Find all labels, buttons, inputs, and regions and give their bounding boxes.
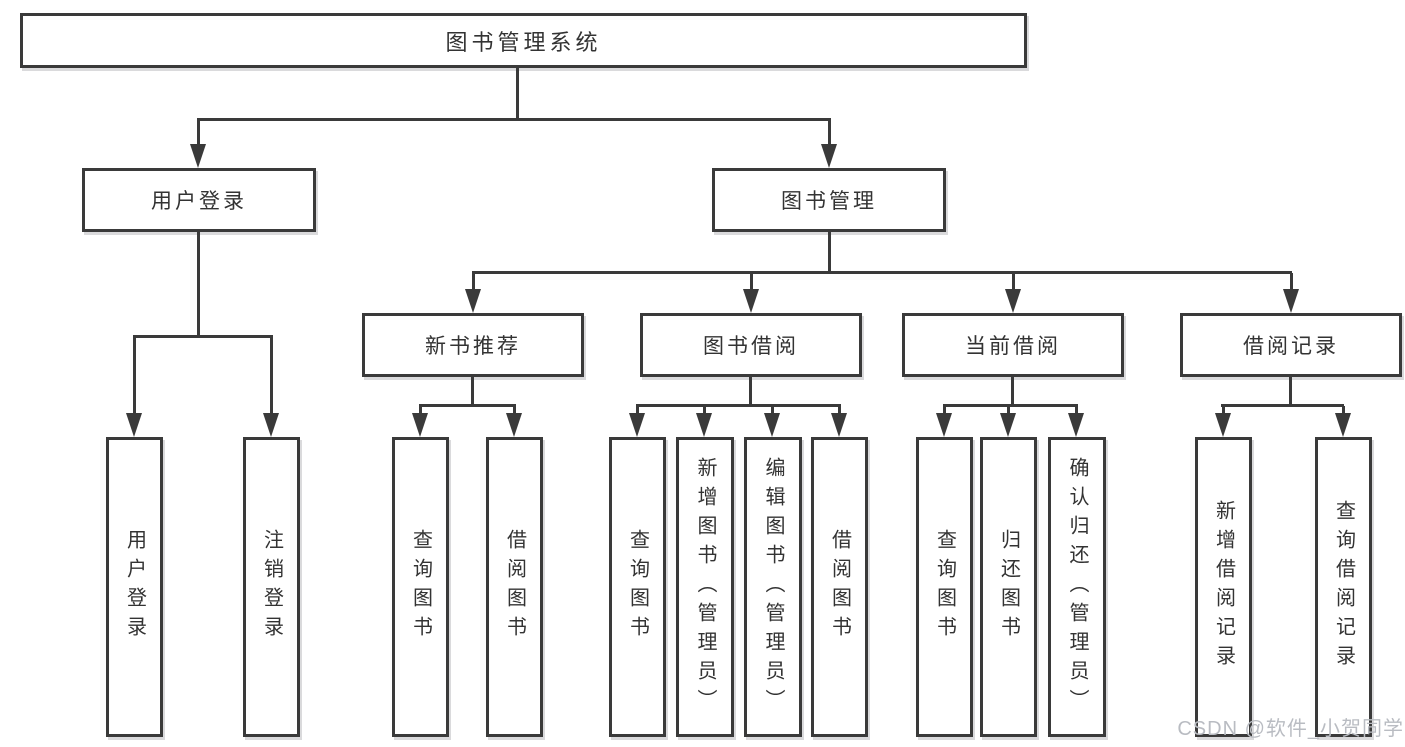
arrow-down (263, 413, 279, 437)
arrow-down (1068, 413, 1084, 437)
connector-line (1011, 376, 1014, 406)
node-borrow-records: 借阅记录 (1180, 313, 1402, 377)
connector-line (513, 406, 516, 418)
node-cb-query-books: 查询图书 (916, 437, 973, 737)
arrow-down (1283, 289, 1299, 313)
arrow-down (696, 413, 712, 437)
connector-line (197, 118, 831, 121)
connector-line (703, 406, 706, 418)
node-root: 图书管理系统 (20, 13, 1027, 68)
connector-line (749, 376, 752, 406)
arrow-down (831, 413, 847, 437)
connector-line (838, 406, 841, 418)
connector-line (1289, 376, 1292, 406)
connector-line (1075, 406, 1078, 418)
connector-line (771, 406, 774, 418)
connector-line (943, 404, 1078, 407)
node-book-management: 图书管理 (712, 168, 946, 232)
connector-line (197, 231, 200, 338)
node-rec-borrow-books: 借阅图书 (486, 437, 543, 737)
node-leaf-logout: 注销登录 (243, 437, 300, 737)
node-book-borrow: 图书借阅 (640, 313, 862, 377)
arrow-down (1000, 413, 1016, 437)
arrow-down (1005, 289, 1021, 313)
arrow-down (1335, 413, 1351, 437)
connector-line (472, 273, 475, 293)
node-cb-return-books: 归还图书 (980, 437, 1037, 737)
arrow-down (764, 413, 780, 437)
arrow-down (126, 413, 142, 437)
connector-line (828, 120, 831, 148)
node-bb-edit-books-admin: 编辑图书（管理员） (744, 437, 802, 737)
connector-line (1342, 406, 1345, 418)
node-user-login: 用户登录 (82, 168, 316, 232)
arrow-down (629, 413, 645, 437)
connector-line (197, 120, 200, 148)
node-new-book-recommend: 新书推荐 (362, 313, 584, 377)
connector-line (516, 67, 519, 119)
connector-line (1222, 406, 1225, 418)
connector-line (943, 406, 946, 418)
node-rec-query-books: 查询图书 (392, 437, 449, 737)
connector-line (419, 404, 516, 407)
connector-line (471, 376, 474, 406)
node-br-add-record: 新增借阅记录 (1195, 437, 1252, 737)
node-br-query-record: 查询借阅记录 (1315, 437, 1372, 737)
connector-line (1221, 404, 1344, 407)
connector-line (1290, 273, 1293, 293)
node-bb-query-books: 查询图书 (609, 437, 666, 737)
arrow-down (412, 413, 428, 437)
node-cb-confirm-return-admin: 确认归还（管理员） (1048, 437, 1106, 737)
connector-line (750, 273, 753, 293)
node-bb-borrow-books: 借阅图书 (811, 437, 868, 737)
arrow-down (465, 289, 481, 313)
connector-line (636, 406, 639, 418)
arrow-down (743, 289, 759, 313)
arrow-down (936, 413, 952, 437)
connector-line (472, 271, 1292, 274)
node-bb-add-books-admin: 新增图书（管理员） (676, 437, 734, 737)
node-current-borrow: 当前借阅 (902, 313, 1124, 377)
watermark: CSDN @软件_小贺同学 (1177, 718, 1404, 740)
connector-line (1007, 406, 1010, 418)
arrow-down (1215, 413, 1231, 437)
connector-line (133, 335, 273, 338)
connector-line (828, 231, 831, 274)
arrow-down (190, 144, 206, 168)
node-leaf-user-login: 用户登录 (106, 437, 163, 737)
connector-line (419, 406, 422, 418)
arrow-down (506, 413, 522, 437)
connector-line (133, 337, 136, 417)
connector-line (270, 337, 273, 417)
connector-line (636, 404, 841, 407)
connector-line (1012, 273, 1015, 293)
arrow-down (821, 144, 837, 168)
